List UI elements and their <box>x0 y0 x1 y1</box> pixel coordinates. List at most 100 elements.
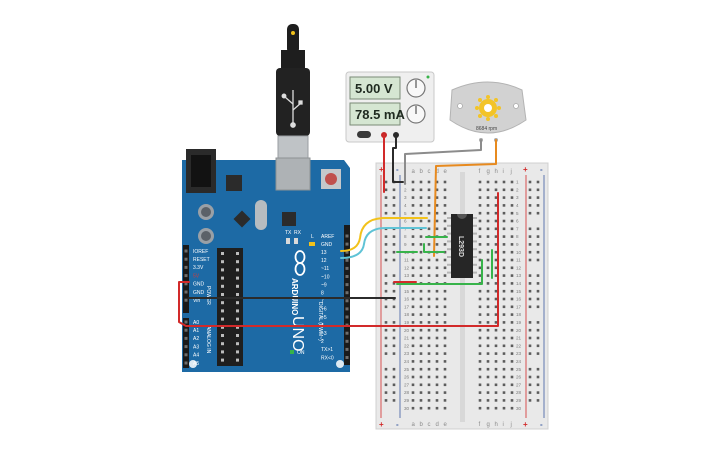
breadboard-hole[interactable] <box>494 266 498 270</box>
breadboard-hole[interactable] <box>510 196 514 199</box>
breadboard-hole[interactable] <box>419 321 423 324</box>
breadboard-hole[interactable] <box>486 196 490 199</box>
breadboard-hole[interactable] <box>494 282 498 285</box>
breadboard-hole[interactable] <box>411 383 415 387</box>
breadboard-hole[interactable] <box>435 305 439 309</box>
breadboard-hole[interactable] <box>411 313 415 316</box>
breadboard-hole[interactable] <box>419 336 423 340</box>
analog-pin[interactable] <box>184 345 188 349</box>
breadboard-hole[interactable] <box>419 250 423 254</box>
breadboard-hole[interactable] <box>435 188 439 192</box>
breadboard-hole[interactable] <box>478 360 482 363</box>
rail-hole[interactable] <box>528 305 532 309</box>
breadboard-hole[interactable] <box>486 313 490 316</box>
rail-hole[interactable] <box>528 188 532 192</box>
breadboard-hole[interactable] <box>427 328 431 332</box>
breadboard-hole[interactable] <box>486 336 490 340</box>
breadboard-hole[interactable] <box>443 391 447 394</box>
breadboard-hole[interactable] <box>494 328 498 332</box>
breadboard-hole[interactable] <box>502 406 506 410</box>
breadboard-hole[interactable] <box>435 196 439 199</box>
breadboard-hole[interactable] <box>478 321 482 324</box>
rail-hole[interactable] <box>528 274 532 277</box>
dc-motor[interactable]: 8684 rpm <box>449 81 527 142</box>
breadboard-hole[interactable] <box>510 211 514 215</box>
breadboard-hole[interactable] <box>494 219 498 223</box>
rail-hole[interactable] <box>528 196 532 199</box>
digital-pin[interactable] <box>345 242 349 246</box>
power-supply[interactable]: 5.00 V 78.5 mA <box>345 71 435 143</box>
breadboard-hole[interactable] <box>419 406 423 410</box>
breadboard-hole[interactable] <box>427 352 431 355</box>
rail-hole[interactable] <box>528 235 532 238</box>
breadboard-hole[interactable] <box>427 180 431 184</box>
breadboard-hole[interactable] <box>502 367 506 371</box>
rail-hole[interactable] <box>392 289 396 293</box>
breadboard-hole[interactable] <box>494 391 498 394</box>
rail-hole[interactable] <box>384 289 388 293</box>
rail-hole[interactable] <box>392 243 396 246</box>
breadboard-hole[interactable] <box>411 336 415 340</box>
breadboard-hole[interactable] <box>494 188 498 192</box>
breadboard-hole[interactable] <box>494 406 498 410</box>
rail-hole[interactable] <box>536 383 540 387</box>
breadboard-hole[interactable] <box>478 204 482 207</box>
breadboard-hole[interactable] <box>443 211 447 215</box>
breadboard-hole[interactable] <box>435 328 439 332</box>
rail-hole[interactable] <box>536 305 540 309</box>
rail-hole[interactable] <box>384 250 388 254</box>
breadboard-hole[interactable] <box>443 344 447 348</box>
breadboard-hole[interactable] <box>486 258 490 262</box>
breadboard-hole[interactable] <box>502 266 506 270</box>
breadboard-hole[interactable] <box>427 274 431 277</box>
breadboard-hole[interactable] <box>486 250 490 254</box>
arduino-uno[interactable]: TX RX L ON ARDUINO UNO AREFGND1312~11~10… <box>182 149 350 372</box>
rail-hole[interactable] <box>536 352 540 355</box>
breadboard-hole[interactable] <box>510 266 514 270</box>
analog-header[interactable] <box>183 318 189 368</box>
breadboard-hole[interactable] <box>411 274 415 277</box>
breadboard-hole[interactable] <box>443 406 447 410</box>
rail-hole[interactable] <box>384 328 388 332</box>
breadboard-hole[interactable] <box>510 282 514 285</box>
breadboard-hole[interactable] <box>478 344 482 348</box>
digital-pin[interactable] <box>345 250 349 254</box>
wire-supply-negative[interactable] <box>392 134 404 183</box>
breadboard-hole[interactable] <box>502 375 506 379</box>
breadboard-hole[interactable] <box>502 235 506 238</box>
breadboard-hole[interactable] <box>486 235 490 238</box>
power-header[interactable] <box>183 245 189 313</box>
breadboard-hole[interactable] <box>411 243 415 246</box>
breadboard-hole[interactable] <box>435 360 439 363</box>
breadboard-holes[interactable] <box>384 180 540 410</box>
rail-hole[interactable] <box>384 375 388 379</box>
breadboard-hole[interactable] <box>419 328 423 332</box>
breadboard-hole[interactable] <box>510 305 514 309</box>
rail-hole[interactable] <box>528 258 532 262</box>
breadboard-hole[interactable] <box>419 235 423 238</box>
breadboard-hole[interactable] <box>427 375 431 379</box>
breadboard-hole[interactable] <box>510 375 514 379</box>
breadboard-hole[interactable] <box>510 406 514 410</box>
breadboard-hole[interactable] <box>411 235 415 238</box>
breadboard-hole[interactable] <box>411 391 415 394</box>
breadboard-hole[interactable] <box>443 266 447 270</box>
breadboard-hole[interactable] <box>435 336 439 340</box>
breadboard-hole[interactable] <box>411 266 415 270</box>
breadboard-hole[interactable] <box>419 367 423 371</box>
breadboard-hole[interactable] <box>427 289 431 293</box>
breadboard-hole[interactable] <box>443 375 447 379</box>
breadboard-hole[interactable] <box>478 258 482 262</box>
rail-hole[interactable] <box>528 204 532 207</box>
breadboard-hole[interactable] <box>510 328 514 332</box>
breadboard-hole[interactable] <box>486 328 490 332</box>
breadboard-hole[interactable] <box>510 188 514 192</box>
breadboard-hole[interactable] <box>419 266 423 270</box>
breadboard-hole[interactable] <box>478 266 482 270</box>
breadboard-hole[interactable] <box>494 235 498 238</box>
rail-hole[interactable] <box>536 344 540 348</box>
breadboard-hole[interactable] <box>478 196 482 199</box>
breadboard-hole[interactable] <box>494 321 498 324</box>
rail-hole[interactable] <box>392 258 396 262</box>
rail-hole[interactable] <box>384 180 388 184</box>
